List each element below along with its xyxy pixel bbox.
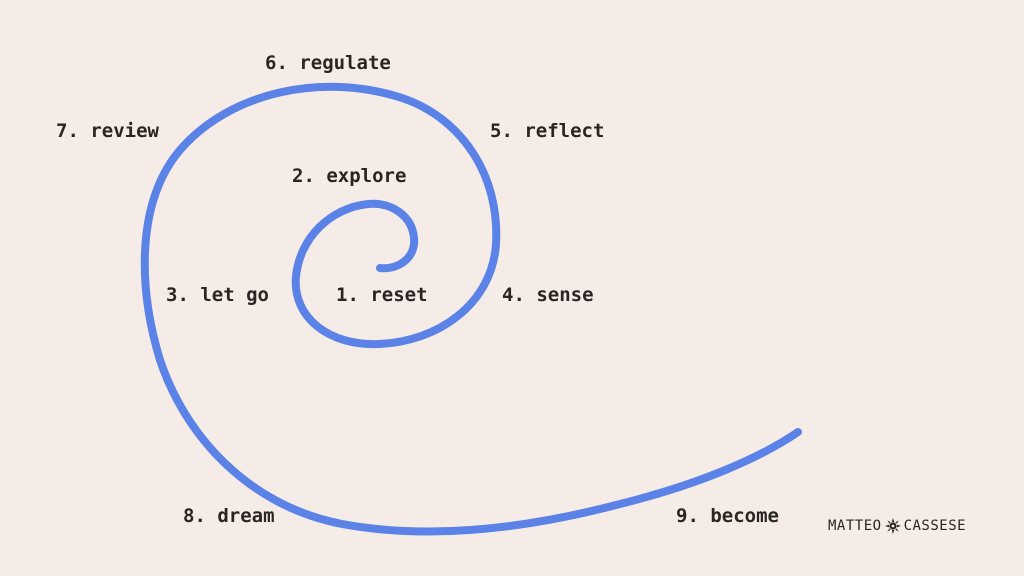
- step-label-sense: 4. sense: [502, 284, 594, 306]
- step-label-let-go: 3. let go: [166, 284, 269, 306]
- step-label-dream: 8. dream: [183, 505, 275, 527]
- brand-logo: MATTEO CASSESE: [828, 518, 966, 534]
- step-label-become: 9. become: [676, 505, 779, 527]
- step-label-explore: 2. explore: [292, 165, 407, 187]
- step-label-review: 7. review: [56, 120, 159, 142]
- spiral-curve: [140, 82, 802, 536]
- sun-burst-icon: [884, 518, 901, 534]
- brand-first-name: MATTEO: [828, 518, 882, 534]
- step-label-reset: 1. reset: [336, 284, 428, 306]
- step-label-reflect: 5. reflect: [490, 120, 605, 142]
- brand-last-name: CASSESE: [903, 518, 967, 534]
- step-label-regulate: 6. regulate: [265, 52, 391, 74]
